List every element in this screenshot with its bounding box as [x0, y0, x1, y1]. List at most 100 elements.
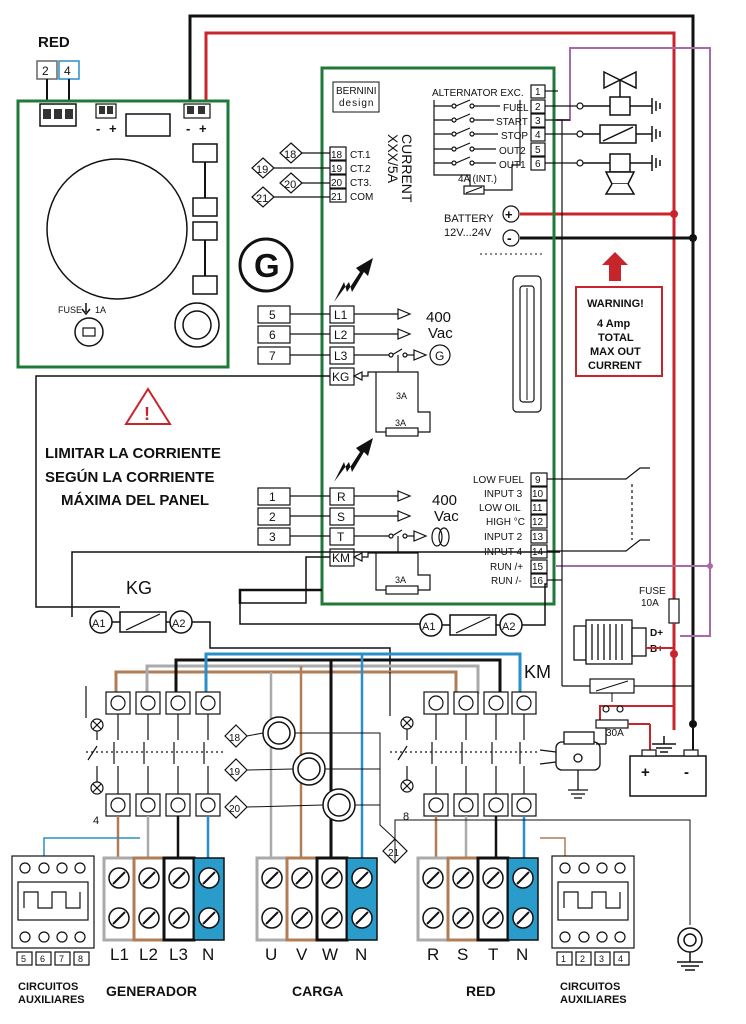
generator-letter: G [254, 247, 280, 284]
aux-right-caption2: AUXILIARES [560, 994, 627, 1006]
aux-left-num-8: 8 [78, 954, 83, 964]
starter-motor-icon [539, 728, 607, 799]
kg-a2-label: A2 [172, 618, 185, 630]
mains-voltage-value: 400 [432, 492, 457, 509]
output-label-4: STOP [501, 131, 528, 142]
caution-line2: SEGÚN LA CORRIENTE [45, 468, 214, 486]
mains-voltage-unit: Vac [434, 508, 459, 525]
output-relays: ALTERNATOR EXC. FUEL START STOP OUT2 OUT… [432, 84, 584, 686]
aux-right-num-1: 1 [561, 954, 566, 964]
caution-triangle-icon [124, 387, 172, 425]
ground-icon [652, 736, 676, 753]
ct-current: CURRENT [399, 134, 415, 203]
aux-left-caption2: AUXILIARES [18, 994, 85, 1006]
km-terminal-label: KM [332, 551, 350, 565]
bottom-terminals: 5 6 7 8 [11, 855, 703, 1006]
kg-contactor: 4 [85, 686, 224, 827]
gen-l2-label: L2 [334, 328, 348, 342]
ct-num-21: 21 [331, 192, 343, 203]
fuse10-rating: 10A [641, 598, 659, 609]
aux-left-num-6: 6 [40, 954, 45, 964]
ct-label-3: CT3. [350, 178, 372, 189]
aux-right-num-4: 4 [618, 954, 623, 964]
km-title: KM [524, 662, 551, 682]
warning-box: WARNING! 4 Amp TOTAL MAX OUT CURRENT [575, 252, 663, 377]
output-num-5: 5 [535, 145, 541, 156]
red-module-title: RED [38, 34, 70, 51]
mains-caption: RED [466, 983, 496, 999]
input-num-9: 9 [535, 475, 541, 486]
caution-line3: MÁXIMA DEL PANEL [61, 492, 209, 509]
out-minus-label: - [186, 121, 190, 136]
logo-line2: design [339, 98, 374, 109]
ct-ring-tag-18: 18 [229, 733, 241, 744]
ct-tag-20: 20 [284, 179, 296, 191]
brand-logo [332, 81, 380, 113]
ct-ring-tag-21: 21 [388, 848, 400, 859]
gen-l1-label: L1 [334, 308, 348, 322]
load-term-w: W [322, 945, 338, 964]
ct-rating: XXX/5A [385, 134, 401, 184]
gen-l3-label: L3 [334, 349, 348, 363]
km-coil: A1 A2 [238, 583, 547, 637]
ct-label-com: COM [350, 192, 373, 203]
red-module: RED 2 4 - + - + FUSE 1A [16, 34, 230, 369]
earth-ground-icon [677, 927, 703, 971]
car-battery-minus: - [684, 764, 689, 781]
lightning-icon-gen [334, 258, 373, 302]
alternator-icon [573, 619, 647, 665]
caution-mark: ! [144, 404, 150, 424]
battery-icon [629, 755, 707, 797]
km-fuse-label: 3A [395, 575, 406, 585]
battery-plus-terminal [502, 205, 520, 223]
ct-num-19: 19 [331, 164, 343, 175]
input-label-10: INPUT 3 [484, 489, 523, 500]
gen-term-l1: L1 [110, 945, 129, 964]
input-label-15: RUN /+ [490, 562, 523, 573]
km-aux-num: 8 [403, 811, 409, 823]
input-num-11: 11 [532, 503, 543, 514]
km-contactor: KM 8 [389, 662, 551, 823]
warning-line1: 4 Amp [597, 318, 630, 330]
solenoid-loads [583, 70, 661, 195]
output-num-6: 6 [535, 159, 541, 170]
arrow-up-icon [602, 252, 628, 281]
controller-panel: BERNINI design XXX/5A CURRENT 18 19 20 2… [238, 66, 661, 686]
input-label-11: LOW OIL [479, 503, 521, 514]
gen-term-l3: L3 [169, 945, 188, 964]
ct-num-20: 20 [331, 178, 343, 189]
kg-a1-label: A1 [92, 618, 105, 630]
output-label-3: START [496, 117, 528, 128]
gen-ext-7: 7 [269, 349, 276, 363]
ct-tag-18: 18 [284, 149, 296, 161]
battery-minus: - [507, 230, 512, 246]
transformer [46, 158, 188, 300]
gen-term-n: N [202, 945, 214, 964]
warning-line2: TOTAL [598, 332, 634, 344]
gen-voltage-value: 400 [426, 309, 451, 326]
mains-ext-3: 3 [269, 530, 276, 544]
output-label-5: OUT2 [499, 146, 526, 157]
fuse10-label: FUSE [639, 586, 666, 597]
battery-minus-terminal [502, 229, 520, 247]
gen-ext-5: 5 [269, 308, 276, 322]
fuel-valve-icon [603, 70, 622, 90]
mains-term-r: R [427, 945, 439, 964]
warning-line4: CURRENT [588, 360, 642, 372]
aux-breaker-right [551, 855, 635, 966]
battery-plus: + [505, 207, 513, 222]
input-label-9: LOW FUEL [473, 475, 525, 486]
lightning-icons [334, 258, 373, 482]
generator-caption: GENERADOR [106, 983, 197, 999]
ct-tag-21: 21 [256, 193, 268, 205]
km-a1-label: A1 [422, 621, 435, 633]
aux-right-num-3: 3 [599, 954, 604, 964]
input-num-12: 12 [532, 517, 544, 528]
ct-tag-19: 19 [256, 164, 268, 176]
kg-coil: KG A1 A2 [89, 578, 193, 634]
ct-sensor-icon [431, 527, 443, 547]
output-num-3: 3 [535, 116, 541, 127]
ct-ring-tag-19: 19 [229, 767, 241, 778]
fuse-label: FUSE [58, 305, 82, 315]
